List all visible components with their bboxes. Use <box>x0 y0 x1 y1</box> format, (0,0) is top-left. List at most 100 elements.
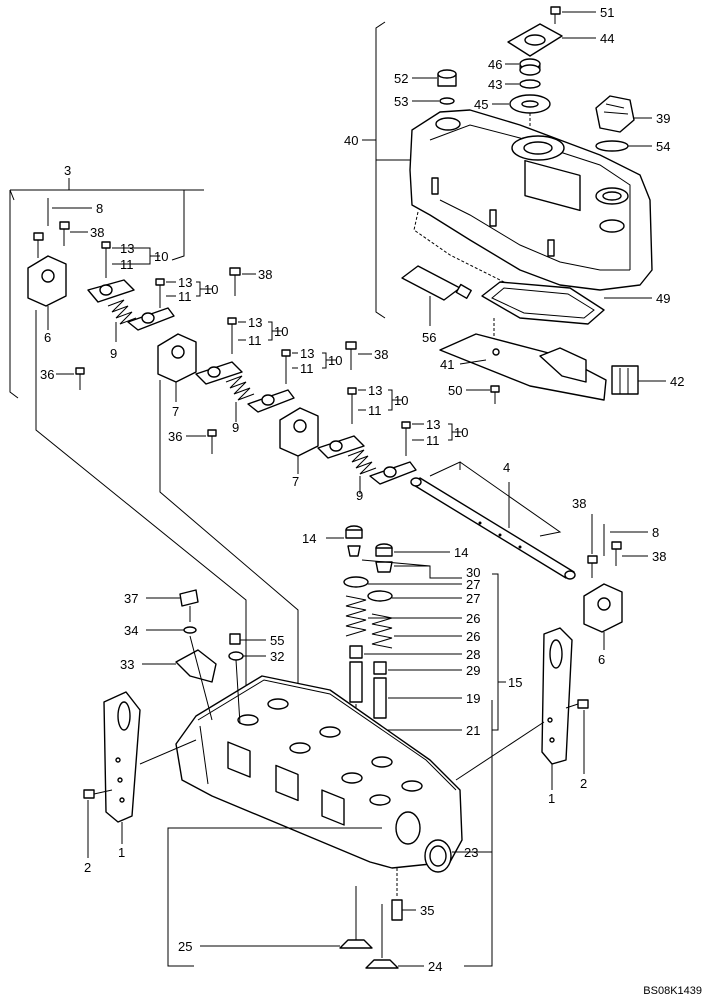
callout-c27a: 27 <box>466 577 480 592</box>
part-32 <box>228 651 244 661</box>
callout-c2a: 2 <box>84 860 91 875</box>
callout-c28: 28 <box>466 647 480 662</box>
bolt-37 <box>179 589 199 607</box>
callout-c10c: 10 <box>274 324 288 339</box>
callout-c14b: 14 <box>454 545 468 560</box>
callout-c13a: 13 <box>120 241 134 256</box>
callout-c53: 53 <box>394 94 408 109</box>
valve-train <box>326 525 506 731</box>
callout-c38e: 38 <box>652 549 666 564</box>
callout-c54: 54 <box>656 139 670 154</box>
retainer-27a <box>343 576 369 588</box>
callout-c52: 52 <box>394 71 408 86</box>
callout-c45: 45 <box>474 97 488 112</box>
callout-c11a: 11 <box>120 257 134 272</box>
callout-c10a: 10 <box>154 249 168 264</box>
bracket-40 <box>375 21 386 319</box>
callout-c39: 39 <box>656 111 670 126</box>
part-55 <box>229 633 241 645</box>
callout-c36b: 36 <box>168 429 182 444</box>
callout-c56: 56 <box>422 330 436 345</box>
callout-c42: 42 <box>670 374 684 389</box>
valve-25 <box>339 939 373 949</box>
washer-53 <box>439 97 455 105</box>
callout-c10e: 10 <box>394 393 408 408</box>
callout-c25: 25 <box>178 939 192 954</box>
spring-9a <box>107 299 137 325</box>
callout-c1a: 1 <box>118 845 125 860</box>
callout-c13e: 13 <box>368 383 382 398</box>
valve-spring-26a <box>345 595 367 637</box>
callout-c3: 3 <box>64 163 71 178</box>
callout-c51: 51 <box>600 5 614 20</box>
callout-c2b: 2 <box>580 776 587 791</box>
callout-c24: 24 <box>428 959 442 974</box>
cylinder-head <box>175 675 463 869</box>
sealant-tube-56 <box>401 265 461 301</box>
callout-c35: 35 <box>420 903 434 918</box>
callout-c43: 43 <box>488 77 502 92</box>
callout-c38b: 38 <box>258 267 272 282</box>
callout-c38c: 38 <box>374 347 388 362</box>
callout-c11b: 11 <box>178 289 192 304</box>
screw-51 <box>550 6 561 15</box>
rocker-arm-assembly <box>9 178 648 700</box>
callout-c15: 15 <box>508 675 522 690</box>
callout-c19: 19 <box>466 691 480 706</box>
callout-c38d: 38 <box>572 496 586 511</box>
stem-seal-28 <box>349 645 363 659</box>
clamp-33 <box>175 649 217 683</box>
cover-panel <box>524 159 581 212</box>
callout-c10d: 10 <box>328 353 342 368</box>
callout-c34: 34 <box>124 623 138 638</box>
callout-c11f: 11 <box>426 433 440 448</box>
callout-c36a: 36 <box>40 367 54 382</box>
o-ring-54 <box>595 140 629 152</box>
callout-c11d: 11 <box>300 361 314 376</box>
callout-c13c: 13 <box>248 315 262 330</box>
callout-c6b: 6 <box>598 652 605 667</box>
rocker-cover-group <box>362 6 666 404</box>
callout-c4: 4 <box>503 460 510 475</box>
ring-43 <box>519 79 541 89</box>
valve-guide-19 <box>373 677 387 719</box>
callout-c41: 41 <box>440 357 454 372</box>
callout-c9b: 9 <box>232 420 239 435</box>
head-port <box>395 811 421 845</box>
callout-c37: 37 <box>124 591 138 606</box>
callout-c38a: 38 <box>90 225 104 240</box>
spring-9c <box>347 449 377 475</box>
callout-c21: 21 <box>466 723 480 738</box>
callout-c32: 32 <box>270 649 284 664</box>
rocker-cover <box>409 109 653 291</box>
callout-c44: 44 <box>600 31 614 46</box>
callout-c30: 30 <box>466 565 480 580</box>
callout-c27b: 27 <box>466 591 480 606</box>
callout-c49: 49 <box>656 291 670 306</box>
callout-c7a: 7 <box>172 404 179 419</box>
callout-c13d: 13 <box>300 346 314 361</box>
cylinder-head-group <box>83 589 589 969</box>
spring-9b <box>225 375 255 401</box>
callout-c14a: 14 <box>302 531 316 546</box>
callout-c46: 46 <box>488 57 502 72</box>
pin-35 <box>391 899 403 921</box>
valve-24 <box>365 959 399 969</box>
callout-c40: 40 <box>344 133 358 148</box>
washer-34 <box>183 626 197 634</box>
lifting-eye-1b <box>541 627 573 765</box>
stem-seal-29 <box>373 661 387 675</box>
callout-c10f: 10 <box>454 425 468 440</box>
callout-c50: 50 <box>448 383 462 398</box>
callout-c8b: 8 <box>652 525 659 540</box>
callout-c9c: 9 <box>356 488 363 503</box>
callout-c1b: 1 <box>548 791 555 806</box>
callout-c26b: 26 <box>466 629 480 644</box>
callout-c13f: 13 <box>426 417 440 432</box>
rocker-shaft-4 <box>411 477 575 579</box>
callout-c13b: 13 <box>178 275 192 290</box>
callout-c11e: 11 <box>368 403 382 418</box>
callout-c55: 55 <box>270 633 284 648</box>
